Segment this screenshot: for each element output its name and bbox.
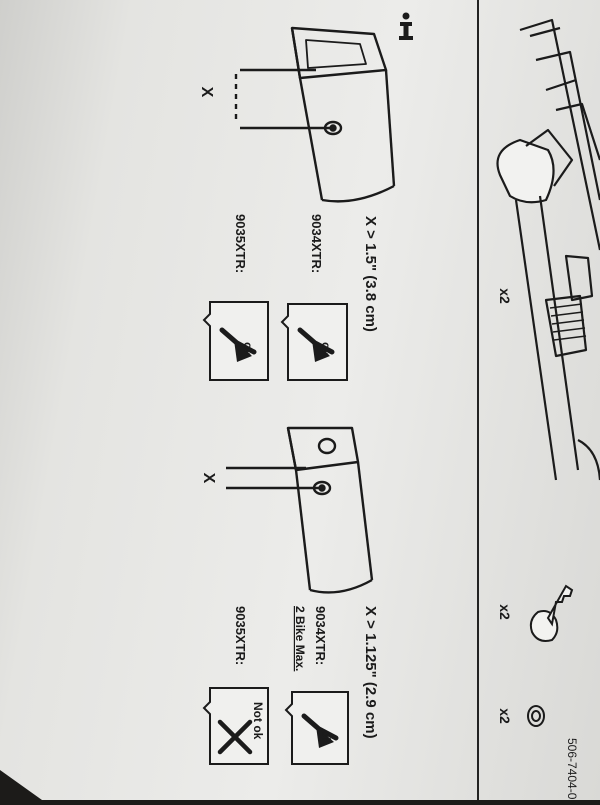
rack2-model-a: 9035XTR: [233, 214, 248, 273]
ok-callout-a2: ok [204, 302, 268, 380]
key-quantity: x2 [497, 604, 513, 620]
receiver-tube-a [292, 28, 394, 201]
ok-callout-b1: ok [286, 692, 348, 764]
ok-label: ok [319, 730, 333, 744]
requirement-a: X > 1.5" (3.8 cm) [362, 216, 379, 332]
key-icon [531, 586, 572, 641]
washer-quantity: x2 [497, 708, 513, 724]
dimension-letter-b: X [200, 473, 217, 484]
dimension-letter-a: X [198, 87, 215, 98]
dimension-lines-a [236, 70, 333, 128]
arm-quantity: x2 [497, 288, 513, 304]
not-ok-label: Not ok [251, 702, 265, 740]
rack1-model-a: 9034XTR: [309, 214, 324, 273]
dimension-lines-b [226, 468, 322, 488]
bike-arm-illustration [498, 20, 600, 480]
washer-icon [528, 706, 544, 726]
ok-label: ok [241, 342, 255, 356]
rack1-note-b: 2 Bike Max. [293, 606, 307, 671]
ok-callout-a1: ok [282, 304, 347, 380]
rack2-model-b: 9035XTR: [233, 606, 248, 665]
requirement-b: X > 1.125" (2.9 cm) [362, 606, 379, 739]
ok-label: ok [319, 342, 333, 356]
document-number: 506-7404-02 [565, 738, 579, 800]
not-ok-callout-b2: Not ok [204, 688, 268, 764]
info-icon [399, 13, 413, 41]
receiver-tube-b [288, 428, 372, 592]
rack1-model-b: 9034XTR: [313, 606, 328, 665]
